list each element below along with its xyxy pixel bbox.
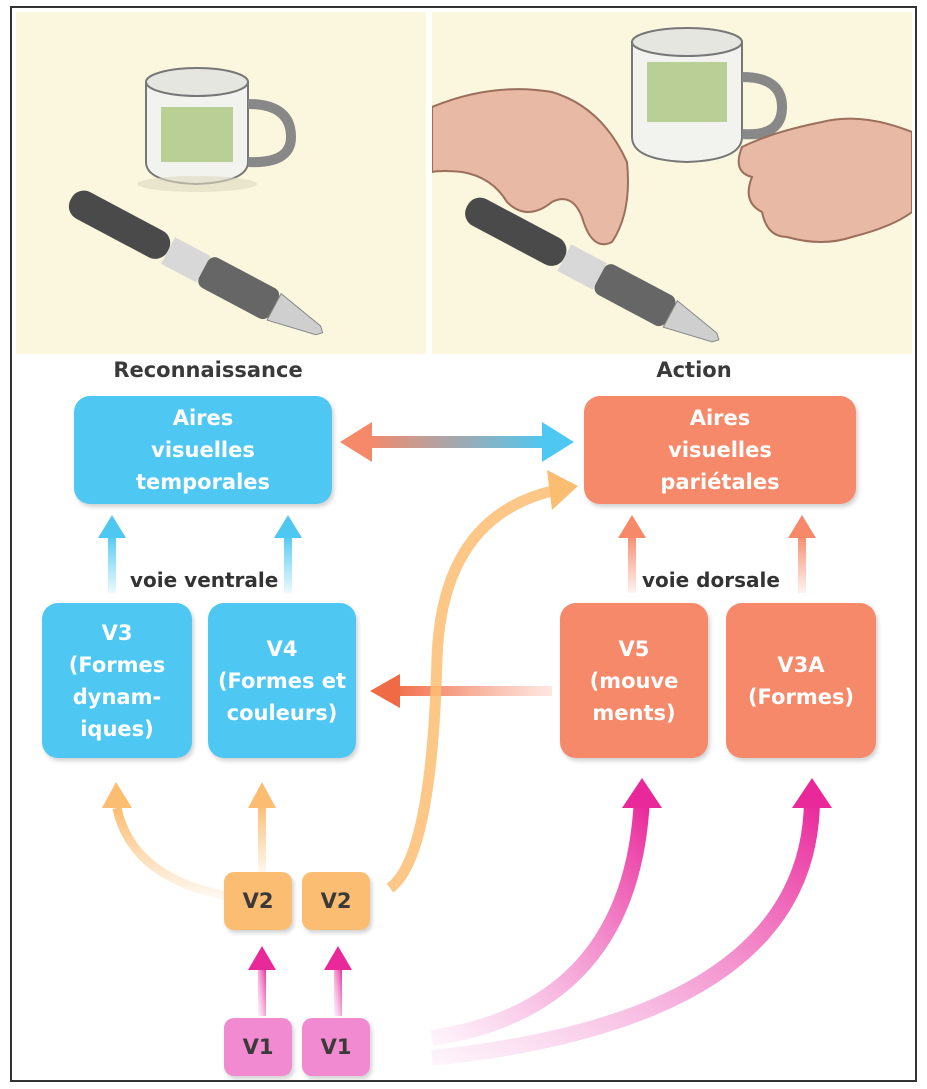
figure-frame: Reconnaissance Action <box>10 6 917 1082</box>
v1-to-v5-arrow <box>430 778 662 1046</box>
dorsal-arrow-right <box>788 515 816 593</box>
label-dorsal-path: voie dorsale <box>638 568 784 592</box>
dorsal-arrow-left <box>618 515 646 593</box>
mug-icon <box>137 67 297 192</box>
bidirectional-arrow <box>340 422 574 462</box>
v1-to-v2-arrow-right <box>324 946 352 1016</box>
box-parietal-areas: Aires visuelles pariétales <box>584 396 856 504</box>
hand-icon <box>432 88 629 246</box>
v2-to-parietal-arrow <box>386 470 578 893</box>
v2-to-v4-arrow <box>248 782 276 873</box>
heading-action: Action <box>656 358 732 382</box>
box-v1-left: V1 <box>224 1018 292 1076</box>
ventral-arrow-left <box>98 515 126 593</box>
label-ventral-path: voie ventrale <box>126 568 283 592</box>
box-v5: V5 (mouve ments) <box>560 603 708 758</box>
box-v2-left: V2 <box>224 872 292 930</box>
v2-to-v3-arrow <box>102 782 228 901</box>
v1-to-v2-arrow-left <box>248 946 276 1016</box>
box-v3a: V3A (Formes) <box>726 603 876 758</box>
v1-to-v3a-arrow <box>431 778 832 1066</box>
pathway-arrows <box>98 422 832 1066</box>
v5-to-v4-arrow <box>370 674 552 708</box>
heading-recognition: Reconnaissance <box>113 358 303 382</box>
box-v1-right: V1 <box>302 1018 370 1076</box>
pen-icon <box>465 197 720 343</box>
hand-icon <box>737 117 912 243</box>
mug-icon <box>631 27 788 164</box>
box-v2-right: V2 <box>302 872 370 930</box>
box-v3: V3 (Formes dynam- iques) <box>42 603 192 758</box>
pen-icon <box>68 190 324 336</box>
recognition-illustration <box>16 12 426 354</box>
box-v4: V4 (Formes et couleurs) <box>208 603 356 758</box>
ventral-arrow-right <box>274 515 302 593</box>
action-illustration <box>432 12 912 354</box>
box-temporal-areas: Aires visuelles temporales <box>74 396 332 504</box>
